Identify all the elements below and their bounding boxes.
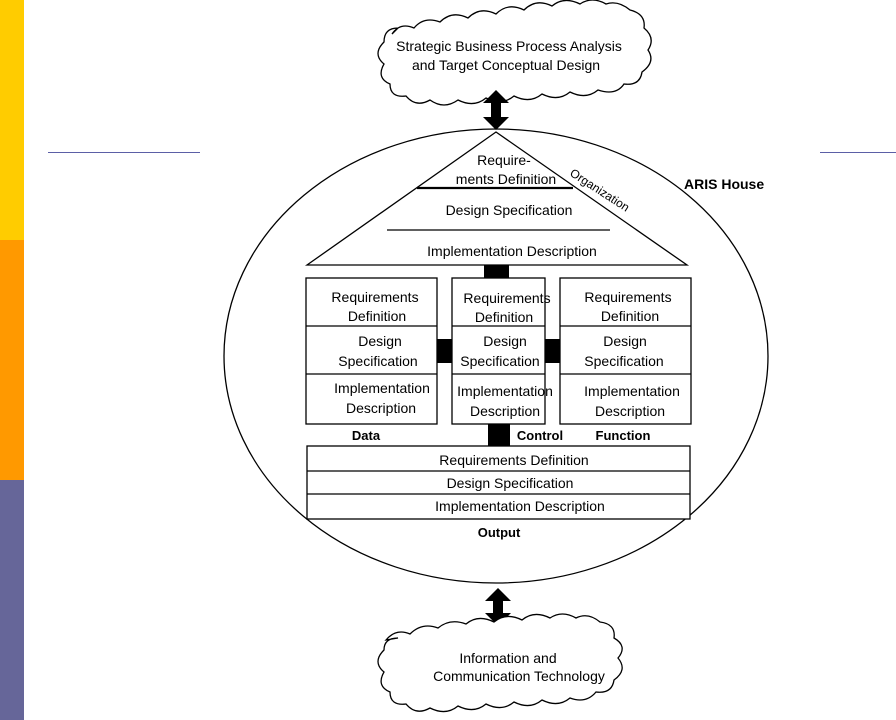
roof-implementation-description: Implementation Description [427,243,597,259]
data-des-line1: Design [358,333,402,349]
function-req-line1: Requirements [584,289,671,305]
function-des-line1: Design [603,333,647,349]
control-impl-line1: Implementation [457,383,553,399]
output-label: Output [478,525,521,540]
side-bar-orange [0,240,24,480]
side-bar-purple [0,480,24,720]
connector-roof-control [484,265,509,278]
control-req-line1: Requirements [463,290,550,306]
roof: Require- ments Definition Design Specifi… [304,131,690,266]
roof-requirements-line2: ments Definition [456,171,556,187]
rule-line-right [820,152,896,153]
function-column: Requirements Definition Design Specifica… [559,277,692,443]
function-impl-line2: Description [595,403,665,419]
connector-control-function [545,339,560,363]
connector-data-control [437,339,452,363]
bottom-cloud-line2: Communication Technology [433,668,605,684]
output-block: Requirements Definition Design Specifica… [306,445,691,540]
data-column: Requirements Definition Design Specifica… [305,277,438,443]
bottom-cloud-line1: Information and [459,650,556,666]
roof-requirements-line1: Require- [477,152,531,168]
data-impl-line2: Description [346,400,416,416]
function-req-line2: Definition [601,308,659,324]
output-design: Design Specification [447,475,574,491]
control-column-label: Control [517,428,563,443]
control-des-line1: Design [483,333,527,349]
data-column-label: Data [352,428,381,443]
rule-line-left [48,152,200,153]
output-requirements: Requirements Definition [439,452,588,468]
function-column-label: Function [596,428,651,443]
side-bar-yellow [0,0,24,240]
aris-house-label: ARIS House [684,176,764,192]
top-cloud: Strategic Business Process Analysis and … [377,0,652,106]
data-impl-line1: Implementation [334,380,430,396]
top-cloud-line1: Strategic Business Process Analysis [396,38,622,54]
connector-control-output [488,424,510,446]
control-des-line2: Specification [460,353,539,369]
control-impl-line2: Description [470,403,540,419]
function-des-line2: Specification [584,353,663,369]
top-double-arrow [483,90,509,130]
output-implementation: Implementation Description [435,498,605,514]
data-des-line2: Specification [338,353,417,369]
control-column: Requirements Definition Design Specifica… [451,277,563,443]
bottom-cloud: Information and Communication Technology [377,613,623,713]
data-req-line2: Definition [348,308,406,324]
top-cloud-line2: and Target Conceptual Design [412,57,600,73]
aris-house-ellipse [223,128,769,584]
control-req-line2: Definition [475,309,533,325]
function-impl-line1: Implementation [584,383,680,399]
roof-design-specification: Design Specification [446,202,573,218]
data-req-line1: Requirements [331,289,418,305]
